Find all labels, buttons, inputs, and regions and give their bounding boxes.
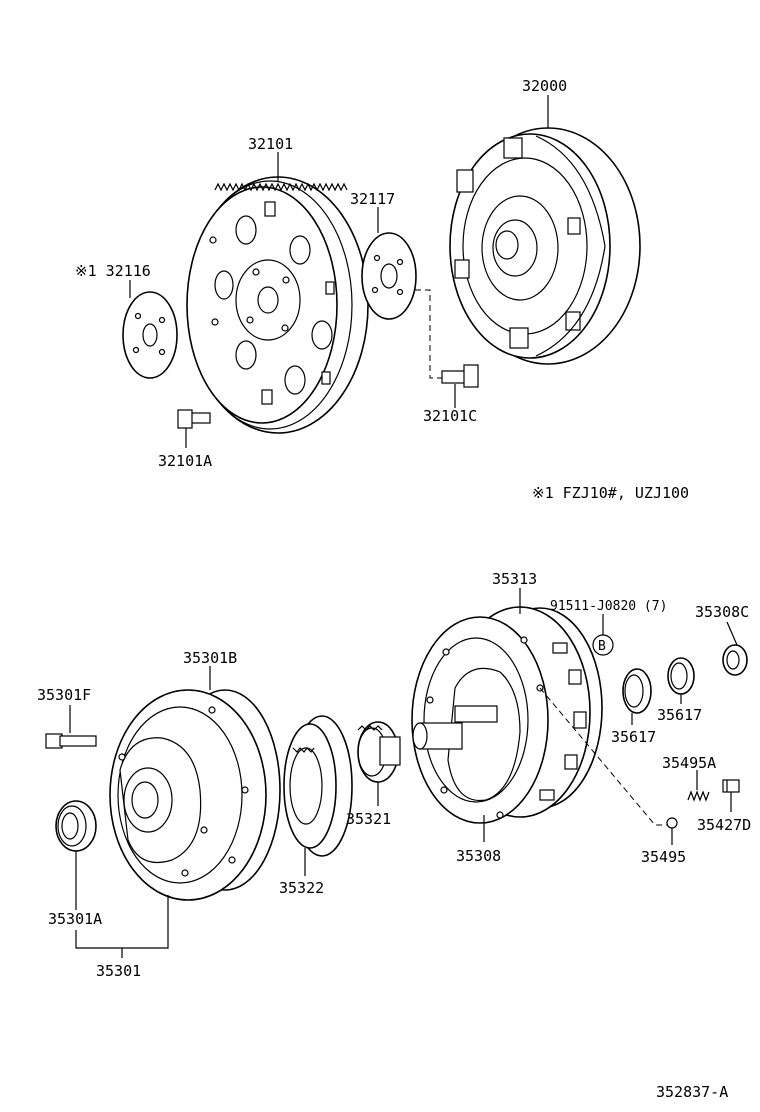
label-32117: 32117 (350, 190, 395, 208)
label-35617-lower: 35617 (611, 728, 656, 746)
label-35313: 35313 (492, 570, 537, 588)
spacer-32117 (361, 232, 417, 320)
driven-gear-35322 (283, 715, 353, 857)
torque-converter-32000 (449, 127, 641, 365)
label-35301B: 35301B (183, 649, 237, 667)
oil-pump-body-35301 (109, 689, 281, 901)
applicability-note: ※1 FZJ10#, UZJ100 (532, 484, 689, 502)
label-35301A: 35301A (48, 910, 102, 928)
drive-gear-35321 (357, 721, 401, 783)
spacer-32116 (122, 291, 178, 379)
spring-35495A (687, 790, 710, 802)
label-35495: 35495 (641, 848, 686, 866)
seal-ring-35617-front (622, 668, 652, 714)
label-32101A: 32101A (158, 452, 212, 470)
label-35301F: 35301F (37, 686, 91, 704)
label-32000: 32000 (522, 77, 567, 95)
drive-plate-32101 (186, 176, 369, 434)
label-32101C: 32101C (423, 407, 477, 425)
label-91511-J0820: 91511-J0820 (7) (550, 599, 667, 614)
label-32101: 32101 (248, 135, 293, 153)
bolt-32101A (177, 409, 211, 429)
label-35427D: 35427D (697, 816, 751, 834)
label-35308: 35308 (456, 847, 501, 865)
label-35617-upper: 35617 (657, 706, 702, 724)
circle-b-letter: B (598, 639, 606, 654)
bolt-32101C (415, 289, 479, 388)
label-35495A: 35495A (662, 754, 716, 772)
label-35301: 35301 (96, 962, 141, 980)
label-35321: 35321 (346, 810, 391, 828)
stator-shaft-35308 (411, 606, 603, 824)
label-35308C: 35308C (695, 603, 749, 621)
diagram-reference-number: 352837-A (656, 1083, 728, 1101)
label-35322: 35322 (279, 879, 324, 897)
plug-35427D (722, 779, 740, 793)
oil-seal-35301A (55, 800, 97, 852)
label-32116: ※1 32116 (75, 262, 151, 280)
bolt-35301F (45, 733, 97, 749)
seal-ring-35617-rear (667, 657, 695, 695)
seal-ring-35308C (722, 644, 748, 676)
check-ball-35495 (666, 817, 678, 829)
